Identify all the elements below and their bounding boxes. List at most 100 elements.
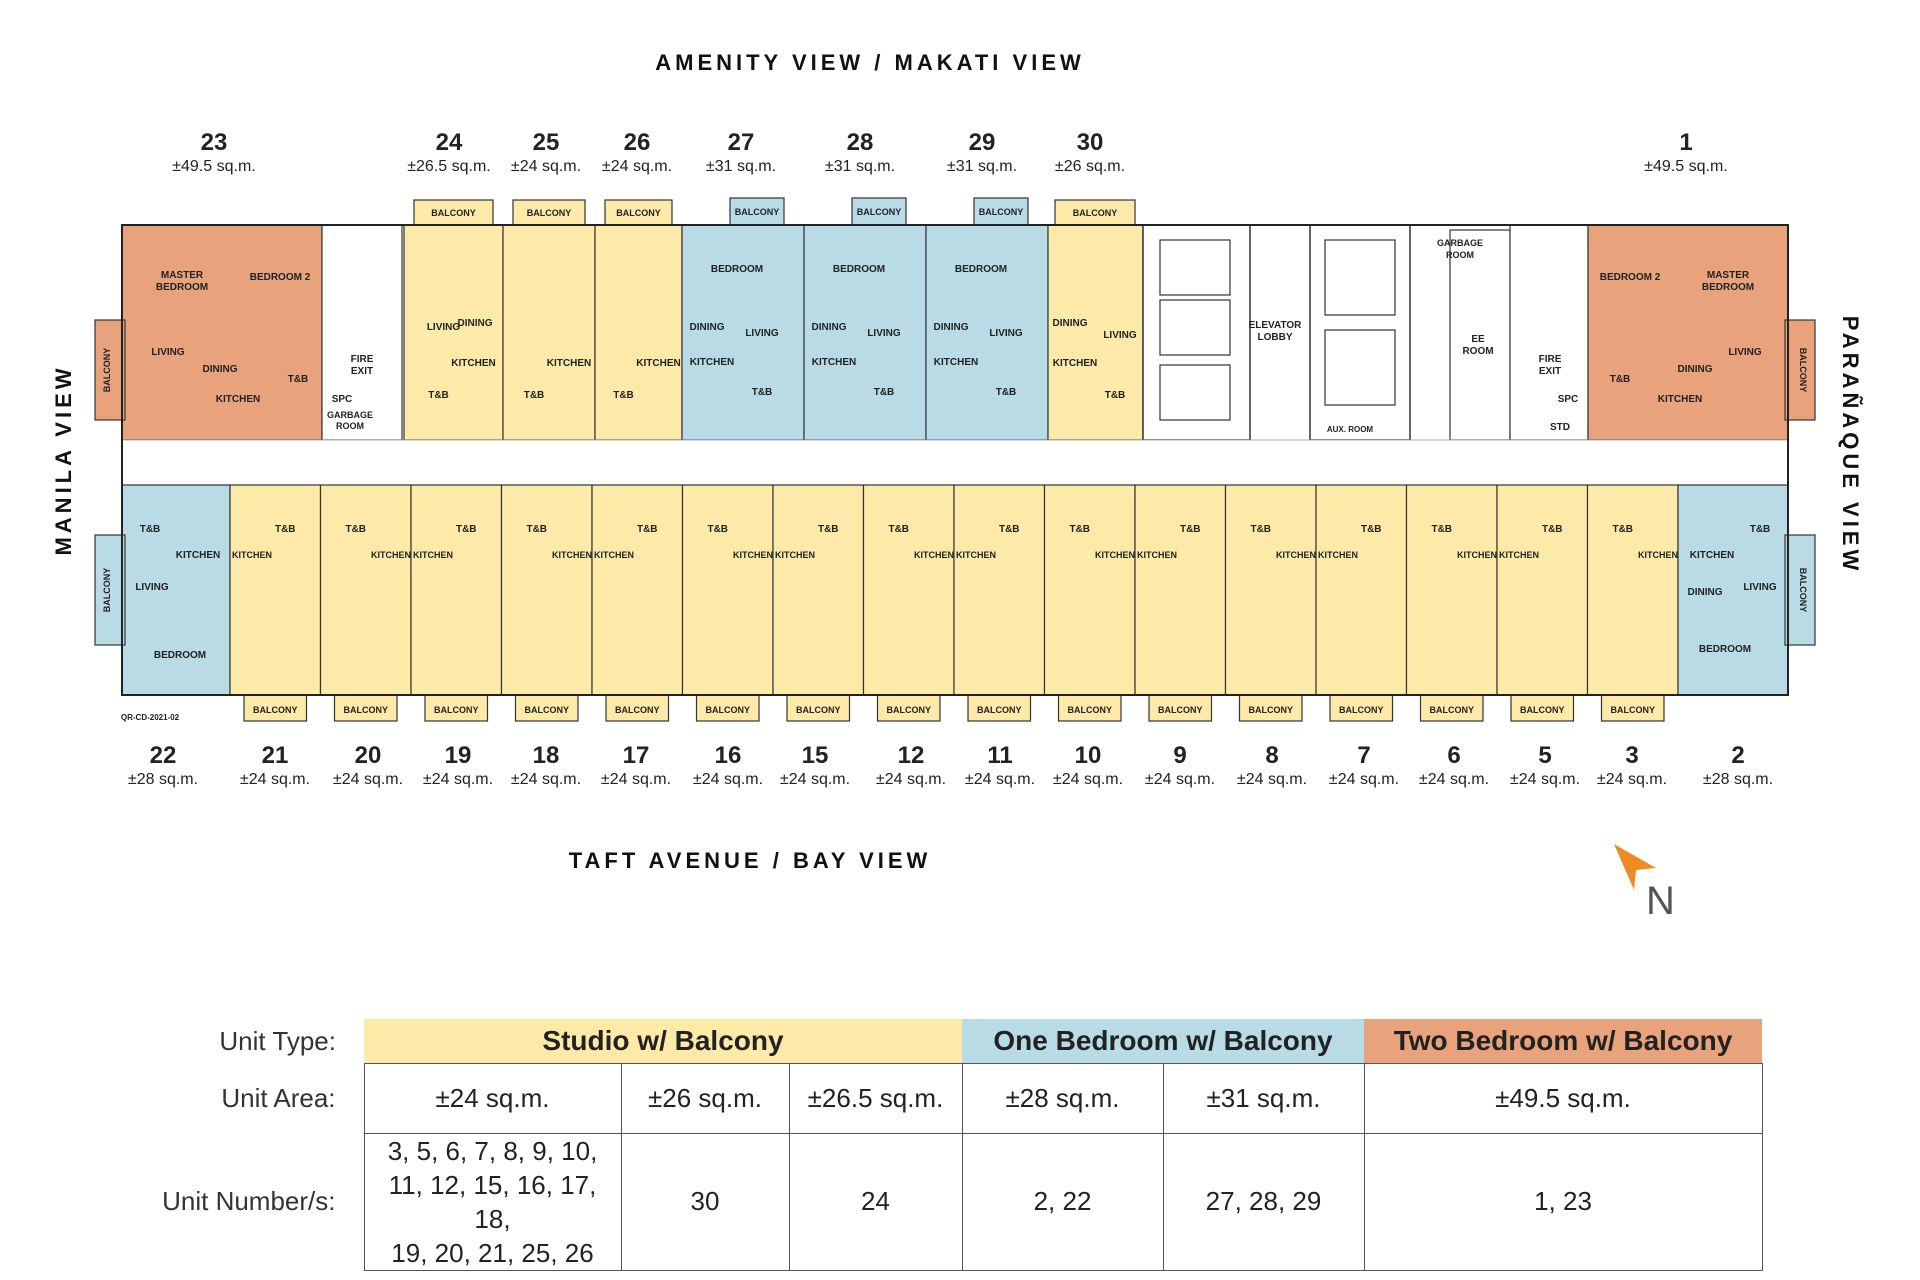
unit-23-balcony [94, 319, 126, 421]
room-label-tb: T&B [526, 524, 547, 535]
room-label-bedroom: BEDROOM [711, 264, 763, 275]
room-label-kitchen: KITCHEN [1499, 550, 1539, 560]
room-label-bedroom: BEDROOM [1699, 644, 1751, 655]
room-label-tb: T&B [1542, 524, 1563, 535]
bottom-studio-unit [319, 484, 412, 696]
unit-area: ±26.5 sq.m. [407, 158, 491, 175]
legend-units-24-line3: 19, 20, 21, 25, 26 [391, 1237, 594, 1268]
room-label-balcony: BALCONY [102, 568, 112, 613]
room-label-living: LIVING [151, 347, 185, 358]
unit-number: 9 [1173, 742, 1187, 769]
unit-number: 25 [532, 129, 560, 156]
stair-fire-exit-east [1509, 224, 1589, 441]
bottom-studio-unit [953, 484, 1046, 696]
room-label-ee-room: ROOM [1462, 346, 1493, 357]
top-unit-label-1: 1±49.5 sq.m. [1631, 129, 1741, 177]
room-label-tb: T&B [752, 387, 773, 398]
plan-shapes [94, 197, 1816, 722]
top-studio-unit [502, 224, 596, 441]
room-label-kitchen: KITCHEN [176, 550, 220, 561]
room-label-kitchen: KITCHEN [1095, 550, 1135, 560]
room-label-kitchen: KITCHEN [1690, 550, 1734, 561]
room-label-kitchen: KITCHEN [1318, 550, 1358, 560]
bottom-unit-label-6: 6±24 sq.m. [1399, 742, 1509, 790]
room-label-dining: DINING [1678, 364, 1713, 375]
room-label-tb: T&B [999, 524, 1020, 535]
room-label-balcony: BALCONY [979, 207, 1024, 217]
unit-number: 3 [1625, 742, 1639, 769]
room-label-bedroom: BEDROOM [955, 264, 1007, 275]
unit-23-area [121, 224, 323, 441]
bottom-unit-label-19: 19 ±24 sq.m. [403, 742, 513, 790]
bottom-unit-label-10: 10±24 sq.m. [1033, 742, 1143, 790]
unit-number: 26 [623, 129, 651, 156]
north-arrow: N [1610, 840, 1680, 925]
room-label-fire-exit: FIRE [1539, 354, 1562, 365]
bottom-studio-unit [591, 484, 684, 696]
unit-number: 15 [801, 742, 829, 769]
unit-2-area [1677, 484, 1789, 696]
bottom-unit-label-20: 20±24 sq.m. [313, 742, 423, 790]
room-label-kitchen: KITCHEN [232, 550, 272, 560]
elevator-shaft [1159, 239, 1231, 296]
unit-area: ±24 sq.m. [332, 771, 404, 788]
top-unit-label-28: 28±31 sq.m. [805, 129, 915, 177]
room-label-tb: T&B [1612, 524, 1633, 535]
unit-number: 19 [444, 742, 472, 769]
legend-area-26: ±26 sq.m. [620, 1062, 790, 1134]
unit-area: ±49.5 sq.m. [1644, 158, 1728, 175]
room-label-balcony: BALCONY [735, 207, 780, 217]
room-label-balcony: BALCONY [431, 208, 476, 218]
room-label-fire-exit: EXIT [1539, 366, 1561, 377]
room-label-kitchen: KITCHEN [733, 550, 773, 560]
room-label-dining: DINING [1053, 318, 1088, 329]
legend-header-unit-type: Unit Type: [219, 1025, 336, 1056]
room-label-balcony: BALCONY [344, 705, 389, 715]
unit-number: 12 [897, 742, 925, 769]
legend-units-31: 27, 28, 29 [1162, 1132, 1365, 1271]
bottom-studio-unit [681, 484, 774, 696]
room-label-tb: T&B [345, 524, 366, 535]
room-label-balcony: BALCONY [887, 705, 932, 715]
room-label-elevator-lobby: LOBBY [1258, 332, 1293, 343]
unit-number: 17 [622, 742, 650, 769]
bottom-unit-label-5: 5±24 sq.m. [1490, 742, 1600, 790]
room-label-living: LIVING [989, 328, 1023, 339]
legend-units-24: 3, 5, 6, 7, 8, 9, 10, 11, 12, 15, 16, 17… [363, 1132, 622, 1271]
room-label-tb: T&B [1610, 374, 1631, 385]
unit-area: ±24 sq.m. [1052, 771, 1124, 788]
top-unit-label-27: 27±31 sq.m. [686, 129, 796, 177]
plan-code: QR-CD-2021-02 [121, 713, 180, 722]
room-label-aux-room: AUX. ROOM [1327, 425, 1374, 434]
room-label-garbage: ROOM [1446, 250, 1474, 260]
room-label-living: LIVING [867, 328, 901, 339]
room-label-balcony: BALCONY [1339, 705, 1384, 715]
legend-area-28: ±28 sq.m. [961, 1062, 1164, 1134]
bottom-studio-balcony [243, 694, 308, 722]
room-label-tb: T&B [1750, 524, 1771, 535]
bottom-unit-label-7: 7±24 sq.m. [1309, 742, 1419, 790]
elevator-shaft [1324, 239, 1396, 316]
room-label-kitchen: KITCHEN [812, 357, 856, 368]
room-label-living: LIVING [745, 328, 779, 339]
room-label-kitchen: KITCHEN [956, 550, 996, 560]
bottom-unit-label-22: 22±28 sq.m. [108, 742, 218, 790]
unit-area: ±26 sq.m. [1054, 158, 1126, 175]
legend-units-26-5: 24 [788, 1132, 963, 1271]
unit-area: ±24 sq.m. [510, 158, 582, 175]
unit-number: 29 [968, 129, 996, 156]
top-studio-unit [594, 224, 683, 441]
legend-units-26: 30 [620, 1132, 790, 1271]
room-label-living: LIVING [1728, 347, 1762, 358]
bottom-unit-label-2: 2±28 sq.m. [1683, 742, 1793, 790]
unit-1-area [1587, 224, 1789, 441]
unit-area: ±24 sq.m. [1144, 771, 1216, 788]
room-label-dining: DINING [458, 318, 493, 329]
room-label-balcony: BALCONY [615, 705, 660, 715]
top-studio-balcony [413, 199, 494, 226]
room-label-tb: T&B [288, 374, 309, 385]
bottom-studio-unit [772, 484, 865, 696]
unit-area: ±24 sq.m. [422, 771, 494, 788]
room-label-kitchen: KITCHEN [594, 550, 634, 560]
